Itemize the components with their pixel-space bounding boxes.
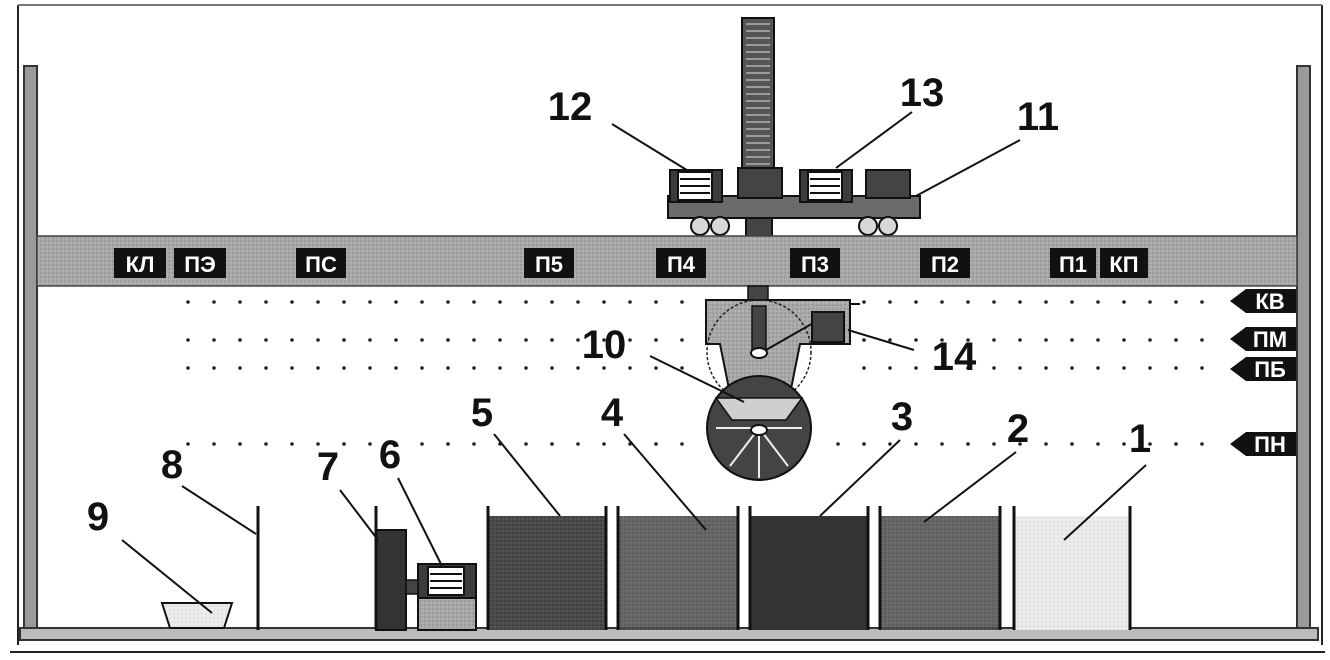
rail-position-p4: П4: [656, 248, 706, 278]
rail-position-p2: П2: [920, 248, 970, 278]
svg-text:ПЭ: ПЭ: [184, 252, 215, 277]
level-markers: КВ ПМ ПБ ПН: [1230, 289, 1296, 457]
rail-position-labels: КЛ ПЭ ПС П5 П4 П3 П2 П1: [114, 248, 1148, 278]
callout-11: 11: [1017, 95, 1059, 139]
svg-text:П3: П3: [801, 252, 829, 277]
tank-3: [748, 506, 870, 630]
svg-text:КВ: КВ: [1255, 289, 1284, 314]
basket-9: [160, 602, 234, 629]
rail-position-pe: ПЭ: [174, 248, 226, 278]
callout-8: 8: [161, 443, 183, 487]
rail-position-ps: ПС: [296, 248, 346, 278]
drum-assembly: [705, 285, 860, 405]
callout-5: 5: [471, 391, 493, 435]
tank-2: [878, 506, 1002, 630]
rail-position-p3: П3: [790, 248, 840, 278]
rail-position-kp: КП: [1100, 248, 1148, 278]
motor-13: [799, 169, 853, 203]
lift-column: [741, 17, 775, 174]
callout-leaders: [121, 111, 1147, 614]
callout-12: 12: [548, 85, 593, 129]
drum: [706, 375, 812, 481]
hoist-carriage: [667, 167, 921, 239]
callout-1: 1: [1129, 417, 1151, 461]
level-marker-pm: ПМ: [1230, 327, 1296, 352]
callout-14: 14: [932, 335, 977, 379]
callout-2: 2: [1007, 407, 1029, 451]
motor-6: [417, 563, 477, 631]
svg-text:ПБ: ПБ: [1254, 357, 1286, 382]
level-marker-kv: КВ: [1230, 289, 1296, 314]
rail-position-kl: КЛ: [114, 248, 166, 278]
svg-text:ПМ: ПМ: [1253, 327, 1287, 352]
tank-1: [1012, 506, 1132, 630]
callout-6: 6: [379, 433, 401, 477]
callout-13: 13: [900, 71, 945, 115]
callout-4: 4: [601, 391, 624, 435]
rail-position-p5: П5: [524, 248, 574, 278]
outer-frame: [10, 4, 1325, 653]
rail-position-p1: П1: [1050, 248, 1096, 278]
callout-9: 9: [87, 495, 109, 539]
svg-text:П1: П1: [1059, 252, 1087, 277]
svg-text:КЛ: КЛ: [126, 252, 155, 277]
pump-7: [374, 506, 419, 631]
callout-numbers: 1 2 3 4 5 6 7 8 9 10 11 12 13 14: [87, 71, 1151, 539]
level-marker-pn: ПН: [1230, 432, 1296, 457]
svg-text:ПС: ПС: [305, 252, 337, 277]
svg-text:КП: КП: [1109, 252, 1138, 277]
svg-text:П5: П5: [535, 252, 563, 277]
svg-text:П4: П4: [667, 252, 696, 277]
motor-12: [669, 169, 723, 203]
tank-4: [616, 506, 740, 630]
callout-10: 10: [582, 323, 627, 367]
callout-7: 7: [317, 445, 339, 489]
level-dotted-lines: [186, 300, 1204, 446]
svg-text:П2: П2: [931, 252, 959, 277]
svg-text:ПН: ПН: [1254, 432, 1286, 457]
level-marker-pb: ПБ: [1230, 357, 1296, 382]
tank-5: [486, 506, 608, 630]
callout-3: 3: [891, 395, 913, 439]
